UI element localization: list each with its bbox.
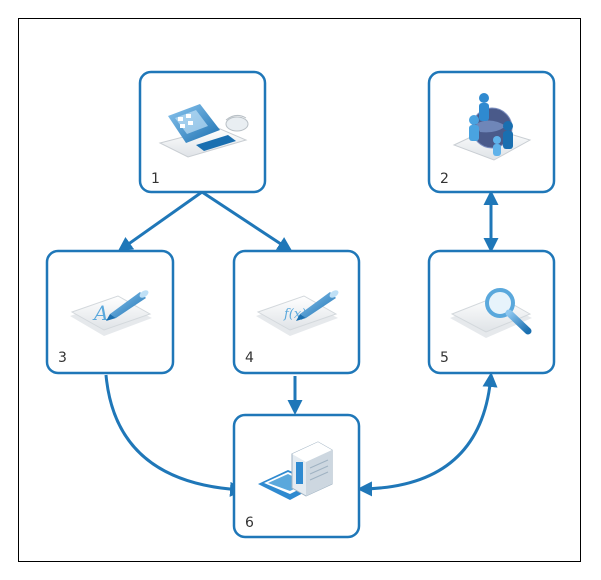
edges	[104, 190, 499, 497]
globe-people-icon	[452, 93, 532, 161]
node-6: 6	[232, 413, 361, 539]
edge-1-4	[201, 190, 293, 252]
node-label: 5	[440, 350, 449, 366]
node-label: 1	[151, 171, 160, 187]
node-5: 5	[427, 249, 556, 375]
node-label: 2	[440, 171, 449, 187]
node-label: 4	[245, 350, 254, 366]
document-magnifier-icon	[450, 288, 532, 338]
node-label: 6	[245, 515, 254, 531]
svg-text:A: A	[92, 301, 108, 325]
node-2: 2	[427, 70, 556, 194]
document-formula-pen-icon: f(x)	[256, 290, 339, 336]
edge-3-6	[104, 374, 245, 497]
server-storage-icon	[258, 441, 333, 500]
laptop-computer-icon	[158, 104, 249, 158]
document-text-pen-icon: A	[70, 290, 152, 336]
node-1: 1	[138, 70, 267, 194]
edge-1-3	[117, 190, 203, 252]
node-label: 3	[58, 350, 67, 366]
node-3: A 3	[45, 249, 175, 375]
edge-5-6	[357, 372, 498, 497]
node-4: f(x) 4	[232, 249, 361, 375]
